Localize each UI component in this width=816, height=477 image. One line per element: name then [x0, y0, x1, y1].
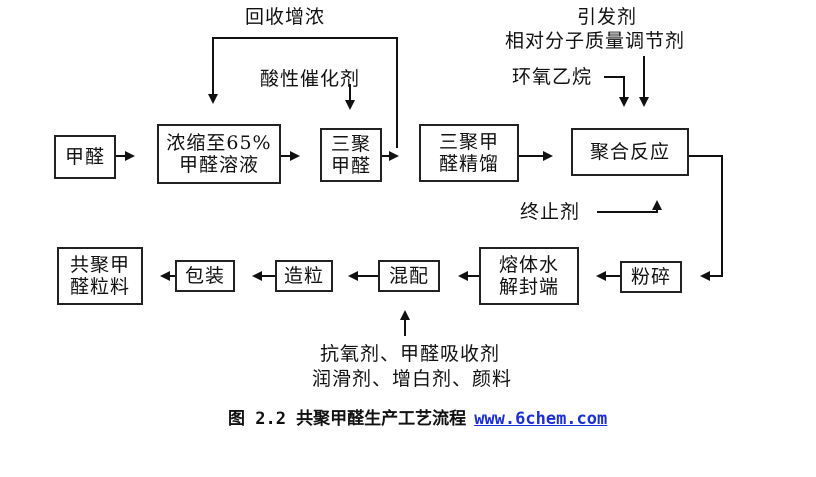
- box-formaldehyde: 甲醛: [54, 135, 116, 179]
- box-packaging-label: 包装: [184, 265, 225, 287]
- figure-caption: 图 2.2 共聚甲醛生产工艺流程 www.6chem.com: [228, 404, 607, 429]
- box-trioxane-rectify-line2: 醛精馏: [438, 153, 499, 175]
- box-concentrate-line1: 浓缩至65%: [166, 132, 272, 154]
- label-initiator: 引发剂: [577, 6, 638, 28]
- box-polymerization-label: 聚合反应: [589, 141, 670, 163]
- box-pelletizing: 造粒: [275, 260, 333, 292]
- box-trioxane-rectify: 三聚甲 醛精馏: [419, 124, 519, 182]
- box-pulverize: 粉碎: [620, 261, 682, 293]
- label-acid-catalyst: 酸性催化剂: [260, 68, 361, 90]
- box-pelletizing-label: 造粒: [283, 265, 324, 287]
- label-additives-line2: 润滑剂、增白剂、颜料: [312, 368, 513, 390]
- box-melt-endcap-line2: 解封端: [498, 276, 559, 298]
- box-melt-endcap: 熔体水 解封端: [479, 247, 579, 305]
- box-copolymer-pellets-line2: 醛粒料: [69, 276, 130, 298]
- arrow-polymerization-to-pulverize: [688, 155, 723, 281]
- box-concentrate-line2: 甲醛溶液: [178, 154, 259, 176]
- label-terminator: 终止剂: [520, 201, 581, 223]
- caption-link[interactable]: www.6chem.com: [474, 409, 608, 429]
- arrow-recycle-loop: [208, 37, 398, 148]
- box-blending: 混配: [378, 260, 440, 292]
- box-trioxane: 三聚 甲醛: [320, 128, 382, 182]
- box-melt-endcap-line1: 熔体水: [498, 254, 559, 276]
- box-trioxane-line2: 甲醛: [330, 155, 371, 177]
- box-copolymer-pellets: 共聚甲 醛粒料: [57, 247, 143, 305]
- label-recycle: 回收增浓: [245, 6, 326, 28]
- box-concentrate: 浓缩至65% 甲醛溶液: [157, 124, 281, 184]
- box-polymerization: 聚合反应: [571, 128, 689, 176]
- box-blending-label: 混配: [388, 265, 429, 287]
- label-additives-line1: 抗氧剂、甲醛吸收剂: [320, 343, 501, 365]
- arrow-terminator: [597, 200, 662, 213]
- box-formaldehyde-label: 甲醛: [64, 146, 105, 168]
- box-trioxane-line1: 三聚: [330, 133, 371, 155]
- box-copolymer-pellets-line1: 共聚甲: [69, 254, 130, 276]
- box-trioxane-rectify-line1: 三聚甲: [438, 131, 499, 153]
- caption-text: 图 2.2 共聚甲醛生产工艺流程: [228, 409, 467, 429]
- label-ethylene-oxide: 环氧乙烷: [512, 66, 593, 88]
- arrow-ethylene-oxide: [604, 76, 629, 107]
- box-packaging: 包装: [175, 260, 235, 292]
- box-pulverize-label: 粉碎: [630, 266, 671, 288]
- label-mw-regulator: 相对分子质量调节剂: [505, 30, 686, 52]
